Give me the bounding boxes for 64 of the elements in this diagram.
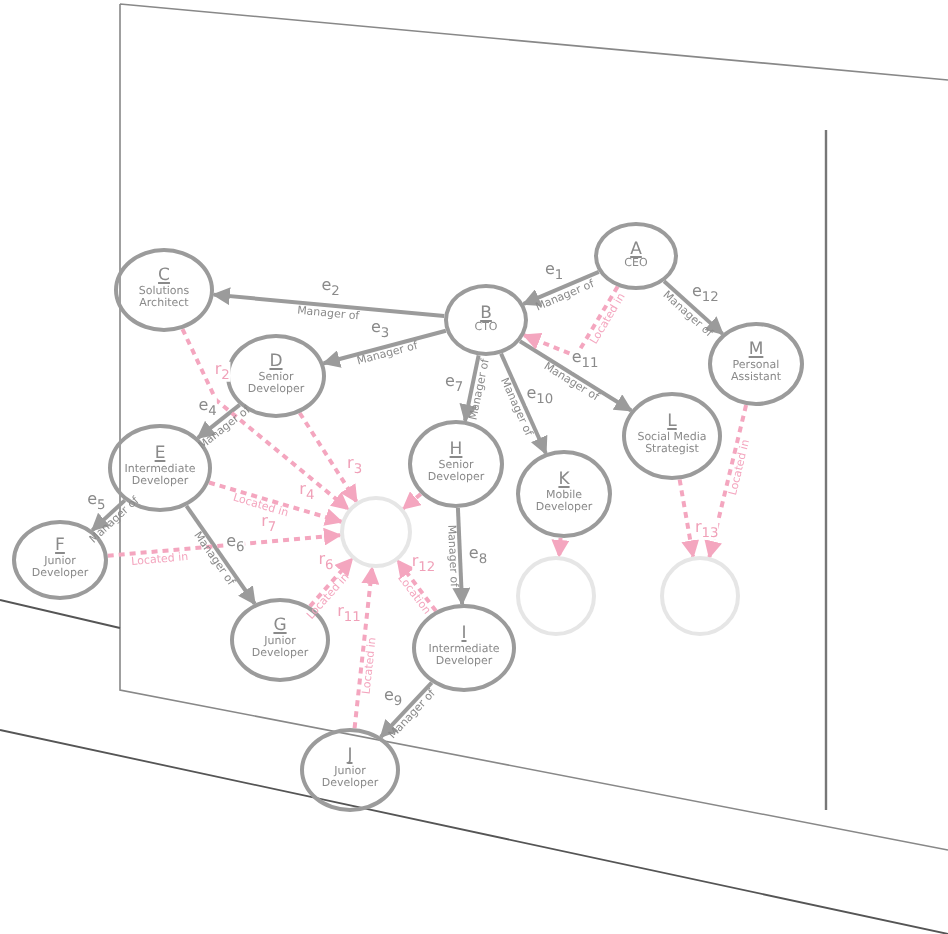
node-letter: B [480, 305, 492, 323]
arrow [459, 355, 481, 423]
dashed-arrow [396, 559, 438, 613]
node-letter: A [630, 241, 642, 259]
entity-ellipse [408, 420, 504, 508]
edge-id-label: e$_{11}$ [571, 350, 599, 371]
dashed-arrow [308, 557, 354, 608]
arrow [184, 504, 257, 606]
relation-id-label: r$_{2}$ [214, 360, 230, 382]
dashed-arrow [352, 566, 380, 729]
node-letter: H [449, 442, 463, 461]
arrow [521, 270, 600, 306]
empty-circle [340, 496, 412, 568]
relation-id-label: r$_{12}$ [411, 554, 436, 576]
edge-id-label: e$_{6}$ [226, 534, 245, 555]
node-letter: G [273, 618, 287, 637]
node-letter: C [158, 268, 170, 287]
arrow [499, 352, 548, 455]
arrow [90, 498, 127, 532]
dashed-arrow [551, 537, 570, 558]
arrow [211, 287, 445, 319]
relation-id-label: r$_{3}$ [347, 455, 363, 476]
dashed-arrow [107, 527, 342, 558]
relation-id-label: r$_{6}$ [318, 550, 334, 572]
node-letter: L [667, 414, 677, 433]
arrow [662, 279, 724, 336]
empty-circle [660, 556, 740, 636]
edge-id-label: e$_{3}$ [370, 319, 390, 340]
arrow [452, 507, 471, 606]
edge-id-label: e$_{10}$ [526, 385, 554, 407]
dashed-arrow [298, 411, 359, 504]
dashed-arrow [677, 479, 700, 559]
edge-id-label: e$_{1}$ [545, 261, 564, 282]
empty-circle [516, 556, 596, 636]
node-letter: K [558, 472, 570, 491]
relation-id-label: r$_{4}$ [299, 482, 315, 503]
entity-ellipse [594, 222, 678, 290]
node-letter: D [269, 354, 283, 373]
arrow [321, 328, 447, 368]
node-letter: I [461, 626, 467, 645]
entity-ellipse [516, 450, 612, 538]
node-letter: F [55, 538, 65, 557]
edge-id-label: e$_{2}$ [321, 277, 340, 298]
entity-ellipse [114, 248, 214, 332]
node-letter: E [154, 446, 166, 465]
dashed-arrow [180, 328, 350, 511]
edge-id-label: e$_{4}$ [198, 397, 217, 418]
edge-id-label: e$_{5}$ [87, 491, 106, 513]
edge-id-label: e$_{8}$ [468, 544, 488, 566]
relation-id-label: r$_{11}$ [337, 603, 361, 625]
arrow [196, 403, 241, 440]
relation-id-label: r$_{7}$ [261, 513, 277, 534]
arrow [518, 339, 633, 413]
dashed-arrow [208, 480, 344, 526]
relation-id-label: r$_{13}$ [695, 520, 719, 541]
dashed-arrow [402, 491, 423, 511]
entity-ellipse [444, 284, 528, 356]
node-letter: J [347, 748, 353, 767]
dashed-arrow [704, 404, 749, 559]
edge-id-label: e$_{7}$ [445, 374, 464, 395]
node-letter: M [748, 342, 764, 361]
dashed-arrow [522, 285, 620, 359]
entity-ellipse [622, 392, 722, 480]
arrow [379, 681, 434, 739]
